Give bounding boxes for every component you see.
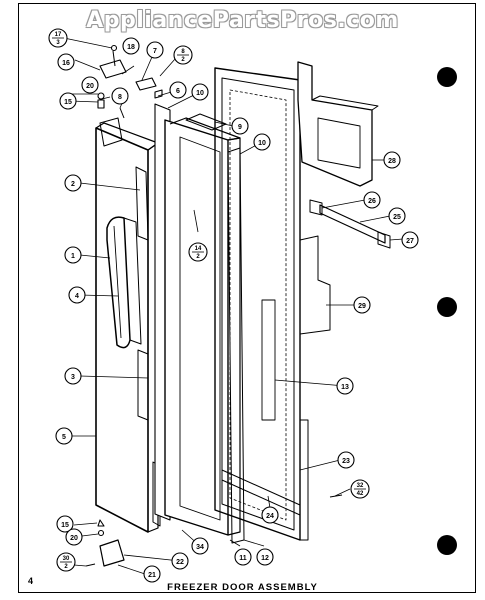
- callout-26: 26: [363, 191, 381, 209]
- svg-text:28: 28: [388, 158, 396, 165]
- callout-15-top: 15: [59, 92, 77, 110]
- callout-25: 25: [388, 207, 406, 225]
- svg-text:3: 3: [71, 374, 75, 381]
- door-frame-and-breaker: [214, 67, 331, 541]
- page-number: 4: [28, 576, 34, 586]
- callout-14-2: 142: [188, 242, 208, 262]
- callout-8: 8: [111, 87, 129, 105]
- svg-text:21: 21: [148, 572, 156, 579]
- svg-text:32: 32: [357, 483, 364, 489]
- callout-11: 11: [234, 548, 252, 566]
- svg-text:34: 34: [196, 544, 204, 551]
- svg-text:16: 16: [62, 60, 70, 67]
- svg-text:22: 22: [176, 559, 184, 566]
- svg-text:2: 2: [71, 181, 75, 188]
- top-bracket-housing: [297, 61, 379, 187]
- svg-text:2: 2: [181, 57, 185, 63]
- svg-text:23: 23: [342, 458, 350, 465]
- top-hinge-hardware: [97, 44, 163, 119]
- callout-12: 12: [256, 548, 274, 566]
- callout-22: 22: [171, 552, 189, 570]
- svg-text:13: 13: [341, 384, 349, 391]
- svg-text:42: 42: [357, 491, 364, 497]
- callout-10-b: 10: [253, 133, 271, 151]
- diagram-title: FREEZER DOOR ASSEMBLY: [167, 582, 318, 593]
- svg-text:7: 7: [153, 48, 157, 55]
- page-frame: [18, 3, 476, 593]
- svg-text:25: 25: [393, 214, 401, 221]
- callout-15-bottom: 15: [56, 515, 74, 533]
- svg-text:24: 24: [266, 513, 274, 520]
- callout-28: 28: [383, 151, 401, 169]
- svg-text:3: 3: [56, 40, 60, 46]
- binder-hole-bottom: [437, 535, 457, 555]
- callout-10-a: 10: [191, 83, 209, 101]
- svg-text:26: 26: [368, 198, 376, 205]
- callout-7: 7: [146, 41, 164, 59]
- callout-21: 21: [143, 565, 161, 583]
- svg-text:11: 11: [239, 555, 247, 562]
- svg-text:18: 18: [127, 44, 135, 51]
- svg-text:20: 20: [86, 83, 94, 90]
- binder-hole-middle: [437, 297, 457, 317]
- svg-text:17: 17: [55, 32, 62, 38]
- svg-text:15: 15: [61, 522, 69, 529]
- svg-text:1: 1: [71, 253, 75, 260]
- svg-text:15: 15: [64, 99, 72, 106]
- watermark: AppliancePartsPros.com: [86, 8, 399, 33]
- bottom-hinge-hardware: [85, 494, 343, 567]
- callout-17-3: 173: [48, 28, 68, 48]
- door-handle: [106, 216, 142, 349]
- svg-text:8: 8: [118, 94, 122, 101]
- callout-8-2: 82: [173, 45, 193, 65]
- svg-text:29: 29: [358, 303, 366, 310]
- svg-text:8: 8: [181, 49, 185, 55]
- hinge-rail: [309, 199, 391, 249]
- callout-20-top: 20: [81, 76, 99, 94]
- svg-text:10: 10: [196, 90, 204, 97]
- svg-text:20: 20: [70, 535, 78, 542]
- callout-6: 6: [169, 81, 187, 99]
- callout-2: 2: [64, 174, 82, 192]
- door-liner-frames: [154, 103, 245, 544]
- callout-4: 4: [68, 286, 86, 304]
- svg-text:2: 2: [64, 564, 68, 570]
- callout-30-2: 302: [56, 552, 76, 572]
- callout-3: 3: [64, 367, 82, 385]
- callout-20-bottom: 20: [65, 528, 83, 546]
- callout-1: 1: [64, 246, 82, 264]
- svg-text:10: 10: [258, 140, 266, 147]
- callout-9: 9: [231, 117, 249, 135]
- callout-24: 24: [261, 506, 279, 524]
- callout-18: 18: [122, 37, 140, 55]
- callout-23: 23: [337, 451, 355, 469]
- callout-5: 5: [55, 427, 73, 445]
- svg-text:9: 9: [238, 124, 242, 131]
- svg-text:5: 5: [62, 434, 66, 441]
- svg-text:6: 6: [176, 88, 180, 95]
- callout-27: 27: [401, 231, 419, 249]
- callout-34: 34: [191, 537, 209, 555]
- callout-29: 29: [353, 296, 371, 314]
- svg-text:4: 4: [75, 293, 79, 300]
- binder-hole-top: [437, 67, 457, 87]
- callout-16: 16: [57, 53, 75, 71]
- callout-13: 13: [336, 377, 354, 395]
- svg-text:2: 2: [196, 254, 200, 260]
- svg-text:30: 30: [63, 556, 70, 562]
- svg-text:27: 27: [406, 238, 414, 245]
- svg-text:12: 12: [261, 555, 269, 562]
- svg-text:14: 14: [195, 246, 202, 252]
